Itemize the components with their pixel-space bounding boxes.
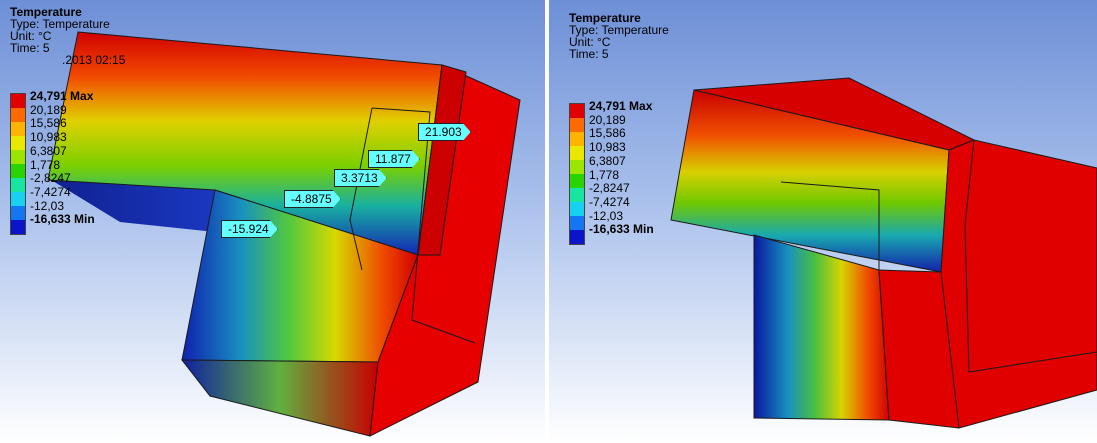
result-type: Type: Temperature	[10, 17, 110, 31]
inner-slot-line	[780, 181, 880, 270]
legend-swatch	[570, 174, 584, 188]
legend-label: 1,778	[30, 157, 61, 172]
underside-face	[48, 178, 215, 232]
legend-swatch	[570, 188, 584, 202]
result-unit: Unit: °C	[569, 35, 611, 49]
legend-swatch	[11, 108, 25, 122]
legend-swatch	[570, 202, 584, 216]
legend-swatch	[570, 104, 584, 118]
result-unit: Unit: °C	[10, 29, 52, 43]
right-viewport[interactable]: Temperature Type: Temperature Unit: °C T…	[549, 0, 1097, 443]
corner-edge-line	[940, 271, 960, 429]
result-info-block: Temperature Type: Temperature Unit: °C T…	[569, 12, 669, 60]
probe-label[interactable]: 21.903	[418, 123, 471, 141]
legend-swatch	[11, 220, 25, 234]
legend-swatch	[570, 118, 584, 132]
result-info-block: Temperature Type: Temperature Unit: °C T…	[10, 6, 125, 66]
result-title: Temperature	[569, 11, 641, 25]
probe-label[interactable]: 11.877	[368, 150, 420, 168]
result-type: Type: Temperature	[569, 23, 669, 37]
legend-label: 20,189	[30, 102, 67, 117]
legend-label: 6,3807	[30, 143, 67, 158]
probe-label[interactable]: -15.924	[221, 220, 278, 238]
legend-label: -12,03	[30, 198, 65, 213]
legend-label: 6,3807	[589, 153, 626, 168]
legend-swatch	[11, 164, 25, 178]
legend-label: 10,983	[30, 130, 67, 145]
result-time: Time: 5	[569, 47, 609, 61]
side-block-edge	[417, 64, 467, 256]
legend-label: -12,03	[589, 208, 624, 223]
panel-divider	[545, 0, 549, 443]
right-3d-model[interactable]	[549, 0, 1097, 443]
legend-swatches	[10, 93, 26, 235]
legend-max-label: 24,791 Max	[589, 99, 653, 113]
legend-swatch	[570, 146, 584, 160]
legend-swatch	[11, 94, 25, 108]
probe-label[interactable]: -4.8875	[284, 190, 341, 208]
inner-slot-line	[349, 107, 373, 271]
legend-labels: 24,791 Max 20,189 15,586 10,983 6,3807 1…	[589, 99, 654, 237]
legend-swatch	[570, 160, 584, 174]
legend-swatch	[11, 178, 25, 192]
legend-labels: 24,791 Max 20,189 15,586 10,983 6,3807 1…	[30, 89, 95, 227]
legend-label: 10,983	[589, 140, 626, 155]
left-viewport[interactable]: Temperature Type: Temperature Unit: °C T…	[0, 0, 545, 443]
legend-swatch	[11, 150, 25, 164]
legend-min-label: -16,633 Min	[30, 212, 95, 227]
legend-label: -7,4274	[589, 194, 630, 209]
legend-label: 20,189	[589, 112, 626, 127]
inner-edge-lines	[964, 139, 1097, 373]
legend-label: -7,4274	[30, 184, 71, 199]
legend-swatch	[11, 192, 25, 206]
legend-label: 15,586	[30, 116, 67, 131]
legend-swatch	[11, 122, 25, 136]
legend-label: -2,8247	[30, 171, 71, 186]
legend-label: 1,778	[589, 167, 620, 182]
legend-swatch	[570, 216, 584, 230]
legend-swatch	[11, 136, 25, 150]
legend-swatches	[569, 103, 585, 245]
legend-max-label: 24,791 Max	[30, 89, 94, 103]
leg-front-face	[753, 234, 890, 421]
inner-edge-lines	[371, 107, 476, 344]
legend-swatch	[570, 230, 584, 244]
legend-swatch	[11, 206, 25, 220]
result-title: Temperature	[10, 5, 82, 19]
legend-swatch	[570, 132, 584, 146]
result-time: Time: 5	[10, 41, 50, 55]
legend-label: 15,586	[589, 126, 626, 141]
legend-label: -2,8247	[589, 181, 630, 196]
legend-min-label: -16,633 Min	[589, 222, 654, 237]
probe-label[interactable]: 3.3713	[334, 169, 387, 187]
result-date: .2013 02:15	[62, 53, 126, 67]
leg-bottom-face	[180, 359, 379, 437]
